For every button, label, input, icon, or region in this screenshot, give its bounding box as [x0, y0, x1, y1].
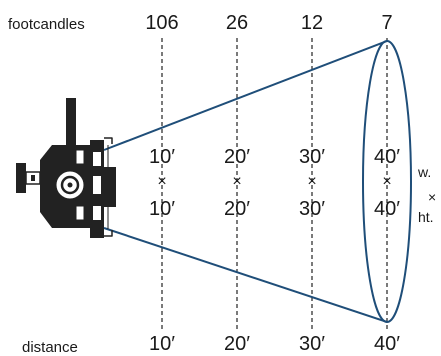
distance-value: 20′: [224, 333, 250, 355]
yoke-arm: [66, 98, 76, 156]
width-values: 10′ 20′ 30′ 40′: [149, 146, 400, 168]
footcandle-value: 7: [381, 12, 392, 34]
beam-cone: [103, 40, 412, 323]
times-sign: ×: [307, 173, 316, 190]
footcandles-row-label: footcandles: [8, 16, 85, 33]
times-sign: ×: [157, 173, 166, 190]
footcandle-value: 106: [145, 12, 178, 34]
distance-values: 10′ 20′ 30′ 40′: [149, 333, 400, 355]
lens-barrel: [104, 167, 116, 207]
times-label: ×: [428, 189, 436, 205]
beam-width-value: 30′: [299, 146, 325, 168]
distance-value: 40′: [374, 333, 400, 355]
height-values: 10′ 20′ 30′ 40′: [149, 198, 400, 220]
footcandle-value: 26: [226, 12, 248, 34]
footcandle-values: 106 26 12 7: [145, 12, 392, 34]
beam-width-value: 10′: [149, 146, 175, 168]
times-sign: ×: [232, 173, 241, 190]
beam-height-value: 20′: [224, 198, 250, 220]
times-signs: × × × ×: [157, 173, 391, 190]
beam-upper-edge: [103, 40, 388, 151]
distance-row-label: distance: [22, 339, 78, 356]
beam-height-value: 10′: [149, 198, 175, 220]
distance-value: 10′: [149, 333, 175, 355]
beam-width-value: 20′: [224, 146, 250, 168]
beam-field-ellipse: [362, 40, 412, 323]
height-label: ht.: [418, 209, 434, 225]
distance-guides: [161, 38, 388, 332]
side-labels: w. × ht.: [417, 164, 436, 225]
beam-height-value: 30′: [299, 198, 325, 220]
footcandle-value: 12: [301, 12, 323, 34]
distance-value: 30′: [299, 333, 325, 355]
beam-lower-edge: [103, 227, 388, 323]
width-label: w.: [417, 164, 431, 180]
times-sign: ×: [382, 173, 391, 190]
beam-width-value: 40′: [374, 146, 400, 168]
spotlight-icon: [16, 98, 116, 238]
beam-height-value: 40′: [374, 198, 400, 220]
